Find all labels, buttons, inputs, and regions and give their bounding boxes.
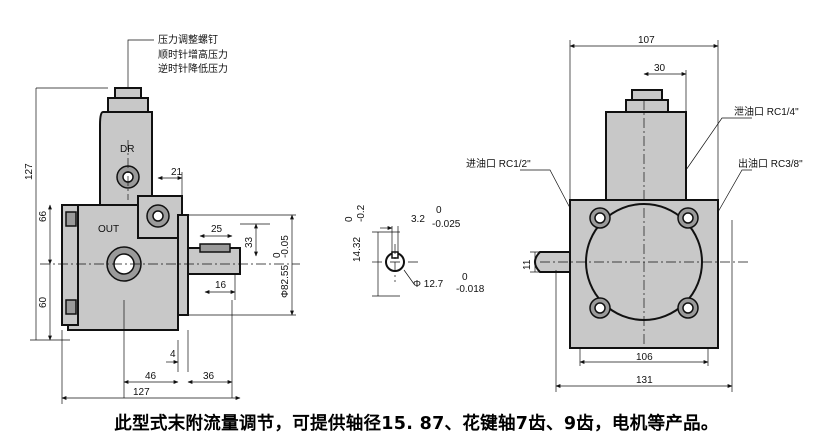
shaft-h-tol-bot: -0.2 [356,204,367,222]
dim-66: 66 [38,210,49,222]
cw-label: 顺时针增高压力 [158,48,228,61]
shaft-dia-dim: Φ 12.7 [413,279,444,290]
dim-107: 107 [638,35,655,46]
mount-flange [177,214,189,316]
dim-4: 4 [170,349,176,360]
dim-phi-tol-bot: -0.05 [280,235,291,258]
dim-106: 106 [636,352,653,363]
left-flange [61,204,79,326]
shaft-key-tol-top: 0 [436,205,442,216]
dim-127-vertical: 127 [24,163,35,180]
dim-33: 33 [244,236,255,248]
side-view: 压力调整螺钉 顺时针增高压力 逆时针降低压力 DR OUT 127 66 60 … [24,33,300,404]
dim-25: 25 [211,224,223,235]
ccw-label: 逆时针降低压力 [158,62,228,75]
adjust-screw-label: 压力调整螺钉 [158,33,218,46]
dim-36: 36 [203,371,215,382]
dr-port-label: DR [120,144,134,155]
out-port-label: OUT [98,224,119,235]
inlet-port-label: 进油口 RC1/2" [466,157,531,170]
front-upper-block [605,111,687,203]
dim-11: 11 [522,259,533,270]
dim-16: 16 [215,280,227,291]
front-view: 107 30 11 106 131 泄油口 RC1/4" 进油口 RC1/2" … [466,35,803,392]
shaft-key-dim: 3.2 [411,214,425,225]
product-note-caption: 此型式末附流量调节，可提供轴径15. 87、花键轴7齿、9齿，电机等产品。 [114,414,719,434]
drain-port-label: 泄油口 RC1/4" [734,105,799,118]
adjust-screw-nut [107,97,149,113]
shaft-dia-tol-bot: -0.018 [456,284,485,295]
shaft-detail: 14.32 0 -0.2 3.2 0 -0.025 Φ 12.7 0 -0.01… [344,204,485,297]
pump-drawing: 压力调整螺钉 顺时针增高压力 逆时针降低压力 DR OUT 127 66 60 … [24,33,803,404]
dim-46: 46 [145,371,157,382]
shaft-h-tol-top: 0 [344,216,355,222]
dim-phi-tol-top: 0 [272,252,283,258]
outlet-port-label: 出油口 RC3/8" [738,157,803,170]
upper-housing [99,111,153,206]
shaft-dia-tol-top: 0 [462,272,468,283]
front-shaft-key [534,251,571,273]
dim-phi-82: Φ82.55 [280,265,291,298]
dim-127-bottom: 127 [133,387,150,398]
dim-131: 131 [636,375,653,386]
shaft-key-tol-bot: -0.025 [432,219,461,230]
shaft-h-dim: 14.32 [352,237,363,262]
shaft-key [199,243,231,253]
dim-30: 30 [654,63,666,74]
dim-21: 21 [171,167,183,178]
adjust-screw-cap [114,87,142,99]
dim-60: 60 [38,296,49,308]
